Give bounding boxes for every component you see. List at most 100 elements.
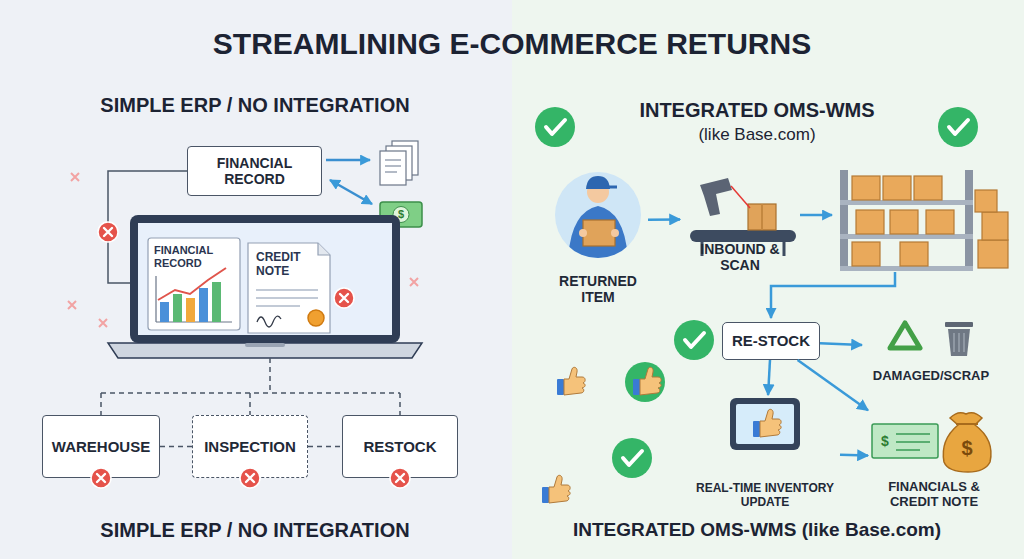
process-box: INSPECTION — [192, 415, 308, 478]
cheque — [872, 424, 938, 458]
node-label: REAL-TIME INVENTORY UPDATE — [690, 482, 840, 510]
shelf-upright — [965, 170, 973, 268]
scanner-gun — [700, 178, 732, 216]
document-sheet — [380, 151, 406, 185]
tablet-screen — [736, 404, 794, 444]
output-arrow — [326, 159, 370, 162]
page-fold — [318, 243, 330, 255]
icon-step: INBOUND & SCAN — [680, 165, 800, 273]
stock-box — [926, 210, 954, 234]
stock-box — [856, 210, 884, 234]
flow-arrow — [648, 218, 680, 221]
red-x-mark — [240, 468, 260, 488]
bin-body — [948, 329, 970, 356]
right-panel — [512, 0, 1024, 559]
red-x-mark — [334, 288, 354, 308]
node-label: FINANCIAL RECORD — [154, 244, 234, 269]
cap-brim — [604, 186, 617, 189]
process-box: WAREHOUSE — [42, 415, 160, 478]
node-label: DAMAGED/SCRAP — [873, 369, 989, 384]
text-lines — [256, 290, 318, 306]
stock-box — [890, 210, 918, 234]
stock-box — [852, 242, 880, 266]
report-card: FINANCIAL RECORD — [148, 238, 240, 330]
signature — [257, 316, 281, 327]
node-label: CREDIT NOTE — [256, 251, 316, 279]
node-label: FINANCIALS & CREDIT NOTE — [874, 480, 994, 510]
laptop-base — [108, 343, 422, 358]
worker-figure — [568, 176, 628, 262]
panel-heading: INTEGRATED OMS-WMS — [517, 98, 997, 122]
cheque-lines — [896, 434, 930, 450]
parcel — [583, 220, 615, 246]
flow-arrow — [771, 272, 895, 318]
currency-sign: $ — [955, 436, 979, 460]
panel-subheading: (like Base.com) — [607, 125, 907, 145]
document-lines — [385, 160, 401, 172]
stock-box — [852, 176, 880, 200]
faint-x — [71, 173, 79, 181]
chart-bar — [173, 294, 182, 322]
node-label: RETURNED ITEM — [548, 273, 648, 305]
document-sheet — [386, 146, 412, 180]
stock-box — [982, 212, 1008, 240]
stock-box — [883, 176, 911, 200]
worker-cap — [586, 176, 610, 189]
green-check — [674, 320, 714, 360]
worker-body — [568, 206, 628, 262]
process-box: FINANCIAL RECORD — [187, 146, 322, 196]
worker-hand — [579, 229, 587, 237]
flow-arrow — [800, 214, 832, 217]
document-sheet — [392, 141, 418, 175]
report-card — [148, 238, 240, 330]
trend-line — [158, 268, 226, 300]
chart-bar — [186, 298, 195, 322]
node-label: FINANCIAL RECORD — [195, 155, 315, 187]
red-x-mark — [98, 222, 118, 242]
shelf-upright — [840, 170, 848, 268]
red-x-mark — [91, 468, 111, 488]
panel-footer: INTEGRATED OMS-WMS (like Base.com) — [517, 519, 997, 542]
shelf-board — [840, 200, 973, 205]
flow-arrow — [820, 343, 862, 345]
parcel-tape — [761, 204, 763, 230]
money-bill — [380, 202, 422, 227]
double-arrow — [330, 180, 372, 204]
laptop-screen — [138, 223, 392, 335]
money-bag — [943, 413, 991, 472]
conveyor-belt — [690, 230, 796, 242]
currency-sign: $ — [875, 433, 895, 450]
bin-ribs — [954, 333, 964, 352]
worker-head — [587, 181, 609, 203]
parcel — [748, 204, 776, 230]
thumbs-up-icon — [753, 409, 781, 437]
flow-arrow — [840, 453, 868, 456]
process-box: RESTOCK — [342, 415, 458, 478]
bag-tie — [956, 423, 978, 425]
icon-step: RETURNED ITEM — [548, 135, 648, 305]
shelf-board — [840, 234, 973, 239]
node-label: WAREHOUSE — [52, 438, 150, 455]
node-label: RESTOCK — [363, 438, 436, 455]
faint-x — [68, 301, 76, 309]
thumb-circle — [625, 362, 665, 402]
chart-bar — [199, 288, 208, 322]
green-check — [938, 107, 978, 147]
seal — [308, 310, 324, 326]
faint-x — [410, 278, 418, 286]
stock-box — [900, 242, 928, 266]
bin-lid — [945, 322, 973, 327]
node-label: RE-STOCK — [732, 332, 810, 349]
laptop-frame — [130, 215, 400, 343]
icon-step: DAMAGED/SCRAP — [862, 312, 1000, 384]
person-circle — [555, 172, 641, 258]
faint-x — [99, 319, 107, 327]
icon-step: FINANCIALS & CREDIT NOTE — [868, 405, 1000, 510]
document-card — [248, 243, 330, 333]
green-check — [612, 438, 652, 478]
stock-boxes — [852, 176, 1008, 268]
flow-arrow — [768, 360, 770, 395]
recycle-icon — [890, 323, 920, 348]
laptop-notch — [245, 343, 285, 347]
icon-step: REAL-TIME INVENTORY UPDATE — [690, 395, 840, 510]
